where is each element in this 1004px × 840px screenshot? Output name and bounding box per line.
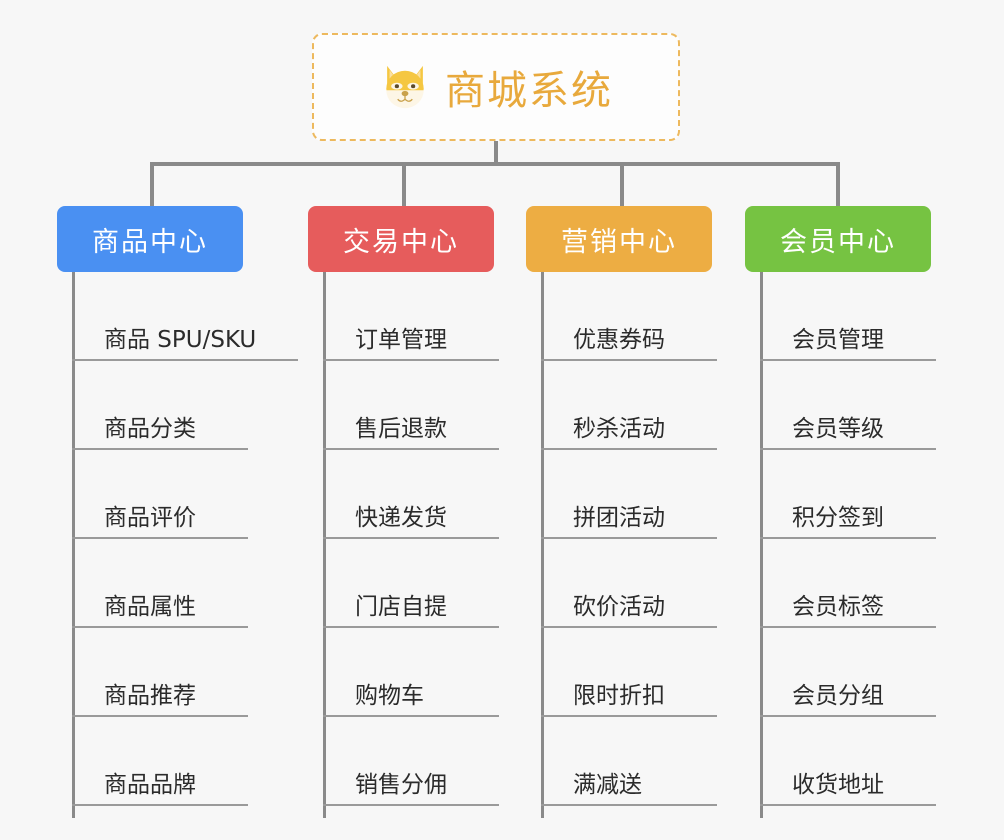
leaf-item[interactable]: 订单管理 <box>323 272 538 361</box>
leaf-label: 商品属性 <box>72 587 248 628</box>
connector-drop-1 <box>150 162 154 206</box>
leaf-label: 购物车 <box>323 676 499 717</box>
leaf-item[interactable]: 快递发货 <box>323 450 538 539</box>
category-box-2[interactable]: 交易中心 <box>308 206 494 272</box>
leaf-item[interactable]: 商品 SPU/SKU <box>72 272 298 361</box>
connector-drop-3 <box>620 162 624 206</box>
leaf-item[interactable]: 商品属性 <box>72 539 287 628</box>
leaf-item[interactable]: 会员管理 <box>760 272 975 361</box>
leaf-label: 砍价活动 <box>541 587 717 628</box>
leaf-label: 销售分佣 <box>323 765 499 806</box>
leaf-item[interactable]: 销售分佣 <box>323 717 538 806</box>
leaf-item[interactable]: 会员标签 <box>760 539 975 628</box>
leaf-item[interactable]: 会员等级 <box>760 361 975 450</box>
leaf-item[interactable]: 商品分类 <box>72 361 287 450</box>
category-label-1: 商品中心 <box>92 226 208 258</box>
leaf-label: 优惠券码 <box>541 320 717 361</box>
leaf-label: 秒杀活动 <box>541 409 717 450</box>
leaf-item[interactable]: 积分签到 <box>760 450 975 539</box>
leaf-item[interactable]: 拼团活动 <box>541 450 756 539</box>
leaf-item[interactable]: 限时折扣 <box>541 628 756 717</box>
category-label-4: 会员中心 <box>780 226 896 258</box>
category-label-3: 营销中心 <box>561 226 677 258</box>
leaf-label: 会员管理 <box>760 320 936 361</box>
leaf-column-3: 优惠券码 秒杀活动 拼团活动 砍价活动 限时折扣 满减送 <box>526 272 756 818</box>
shiba-dog-face-icon <box>379 61 431 113</box>
leaf-label: 会员分组 <box>760 676 936 717</box>
leaf-column-4: 会员管理 会员等级 积分签到 会员标签 会员分组 收货地址 <box>745 272 975 818</box>
leaf-label: 售后退款 <box>323 409 499 450</box>
connector-drop-4 <box>836 162 840 206</box>
leaf-label: 商品评价 <box>72 498 248 539</box>
leaf-label: 会员标签 <box>760 587 936 628</box>
connector-drop-2 <box>402 162 406 206</box>
leaf-label: 积分签到 <box>760 498 936 539</box>
leaf-spine-2 <box>323 272 326 818</box>
leaf-label: 商品分类 <box>72 409 248 450</box>
leaf-column-2: 订单管理 售后退款 快递发货 门店自提 购物车 销售分佣 <box>308 272 538 818</box>
leaf-item[interactable]: 砍价活动 <box>541 539 756 628</box>
root-node[interactable]: 商城系统 <box>312 33 680 141</box>
leaf-item[interactable]: 门店自提 <box>323 539 538 628</box>
leaf-item[interactable]: 收货地址 <box>760 717 975 806</box>
leaf-label: 收货地址 <box>760 765 936 806</box>
leaf-label: 门店自提 <box>323 587 499 628</box>
leaf-label: 商品品牌 <box>72 765 248 806</box>
leaf-label: 满减送 <box>541 765 717 806</box>
leaf-item[interactable]: 购物车 <box>323 628 538 717</box>
leaf-label: 商品推荐 <box>72 676 248 717</box>
leaf-item[interactable]: 优惠券码 <box>541 272 756 361</box>
category-box-1[interactable]: 商品中心 <box>57 206 243 272</box>
leaf-item[interactable]: 商品品牌 <box>72 717 287 806</box>
leaf-label: 会员等级 <box>760 409 936 450</box>
leaf-item[interactable]: 商品推荐 <box>72 628 287 717</box>
category-box-3[interactable]: 营销中心 <box>526 206 712 272</box>
root-title: 商城系统 <box>445 68 613 114</box>
category-label-2: 交易中心 <box>343 226 459 258</box>
leaf-item[interactable]: 满减送 <box>541 717 756 806</box>
connector-horizontal-bar <box>150 162 840 166</box>
leaf-column-1: 商品 SPU/SKU 商品分类 商品评价 商品属性 商品推荐 商品品牌 <box>57 272 298 818</box>
leaf-item[interactable]: 商品评价 <box>72 450 287 539</box>
connector-trunk <box>494 141 498 166</box>
leaf-label: 快递发货 <box>323 498 499 539</box>
leaf-label: 限时折扣 <box>541 676 717 717</box>
leaf-label: 拼团活动 <box>541 498 717 539</box>
leaf-spine-3 <box>541 272 544 818</box>
category-box-4[interactable]: 会员中心 <box>745 206 931 272</box>
leaf-spine-4 <box>760 272 763 818</box>
leaf-item[interactable]: 售后退款 <box>323 361 538 450</box>
leaf-item[interactable]: 会员分组 <box>760 628 975 717</box>
leaf-spine-1 <box>72 272 75 818</box>
leaf-label: 订单管理 <box>323 320 499 361</box>
leaf-label: 商品 SPU/SKU <box>72 320 298 361</box>
leaf-item[interactable]: 秒杀活动 <box>541 361 756 450</box>
